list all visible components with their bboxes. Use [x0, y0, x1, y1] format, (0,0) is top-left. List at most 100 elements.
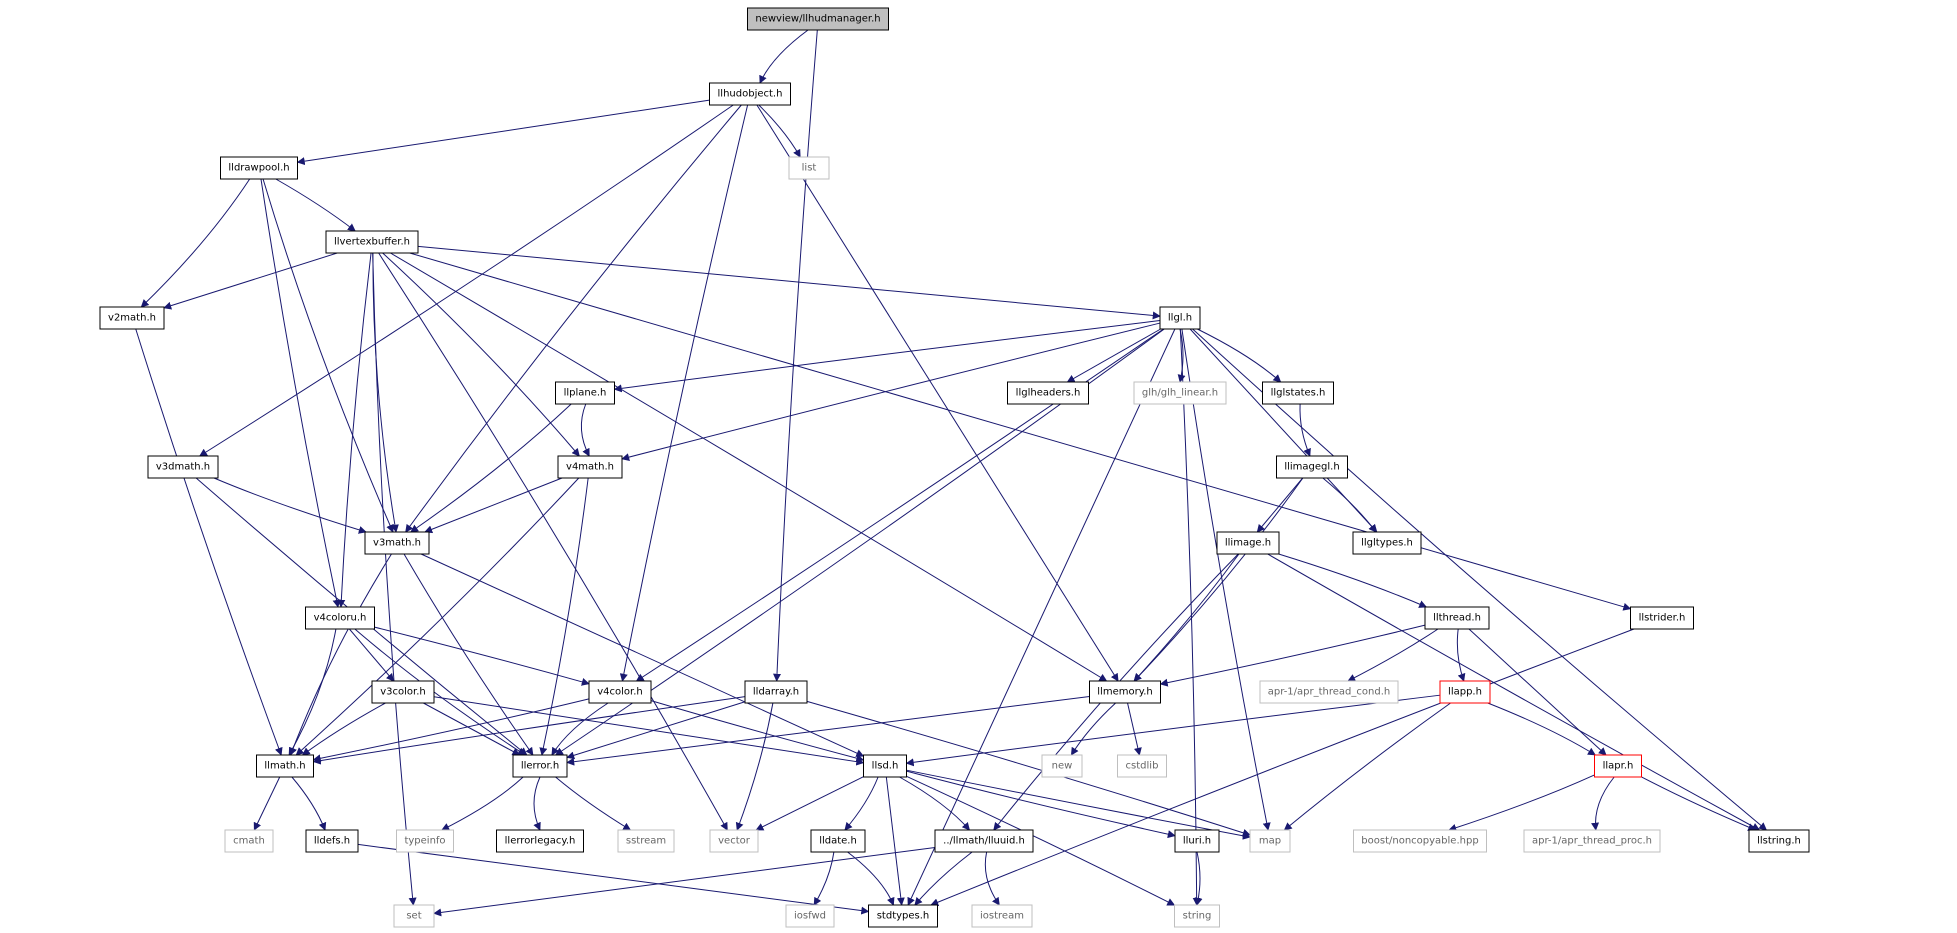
- edge-lldate-to-iosfwd: [813, 851, 835, 906]
- node-llhudobject[interactable]: llhudobject.h: [709, 82, 791, 106]
- node-box-llstrider: [1630, 606, 1694, 630]
- edge-lldarray-to-vector: [735, 702, 774, 831]
- node-lldrawpool[interactable]: lldrawpool.h: [220, 156, 298, 180]
- node-lluuid[interactable]: ../llmath/lluuid.h: [934, 829, 1034, 853]
- node-llstring[interactable]: llstring.h: [1748, 829, 1810, 853]
- node-v4math[interactable]: v4math.h: [557, 455, 623, 479]
- edge-llimage-to-llstring: [1267, 553, 1761, 831]
- node-box-llhudmanager: [747, 7, 889, 31]
- node-v2math[interactable]: v2math.h: [99, 306, 165, 330]
- node-label-string: string: [1183, 911, 1212, 922]
- node-v3math[interactable]: v3math.h: [364, 531, 430, 555]
- node-label-llmemory: llmemory.h: [1097, 687, 1152, 698]
- node-v4coloru[interactable]: v4coloru.h: [305, 606, 375, 630]
- edge-llgl-to-llplane: [613, 320, 1161, 393]
- node-label-llgltypes: llgltypes.h: [1361, 538, 1413, 549]
- node-map: map: [1249, 829, 1291, 853]
- node-label-llvertexbuffer: llvertexbuffer.h: [334, 237, 410, 248]
- node-label-v4coloru: v4coloru.h: [314, 613, 367, 624]
- node-label-llhudmanager: newview/llhudmanager.h: [755, 14, 880, 25]
- edge-v4color-to-llmath: [312, 698, 590, 763]
- node-llvertexbuffer[interactable]: llvertexbuffer.h: [325, 230, 419, 254]
- node-llmemory[interactable]: llmemory.h: [1089, 680, 1161, 704]
- node-llglstates[interactable]: llglstates.h: [1262, 381, 1334, 405]
- node-llstrider[interactable]: llstrider.h: [1630, 606, 1694, 630]
- node-box-list: [788, 156, 830, 180]
- node-label-llapp: llapp.h: [1448, 687, 1482, 698]
- node-box-apr_thread_cond: [1259, 680, 1399, 704]
- edge-llvertexbuffer-to-v4coloru: [337, 252, 372, 608]
- node-v3dmath[interactable]: v3dmath.h: [147, 455, 219, 479]
- node-llplane[interactable]: llplane.h: [555, 381, 615, 405]
- node-llhudmanager[interactable]: newview/llhudmanager.h: [747, 7, 889, 31]
- node-box-sstream: [617, 829, 675, 853]
- edge-llapp-to-llapr: [1487, 702, 1596, 756]
- edge-lluri-to-string: [1194, 851, 1203, 906]
- node-lluri[interactable]: lluri.h: [1174, 829, 1220, 853]
- node-llimage[interactable]: llimage.h: [1216, 531, 1280, 555]
- edge-llimagegl-to-llimage: [1256, 477, 1304, 533]
- edge-lluuid-to-stdtypes: [914, 851, 973, 906]
- node-box-v3dmath: [147, 455, 219, 479]
- node-llsd[interactable]: llsd.h: [863, 754, 907, 778]
- edge-v4math-to-llmath: [295, 477, 580, 756]
- node-llerrorlegacy[interactable]: llerrorlegacy.h: [496, 829, 584, 853]
- node-stdtypes[interactable]: stdtypes.h: [868, 904, 938, 928]
- node-apr_thread_cond: apr-1/apr_thread_cond.h: [1259, 680, 1399, 704]
- node-list: list: [788, 156, 830, 180]
- node-label-llglstates: llglstates.h: [1271, 388, 1326, 399]
- node-lldarray[interactable]: lldarray.h: [744, 680, 808, 704]
- node-label-llstrider: llstrider.h: [1639, 613, 1686, 624]
- node-box-llerrorlegacy: [496, 829, 584, 853]
- node-llmath[interactable]: llmath.h: [256, 754, 314, 778]
- node-box-glh_linear: [1133, 381, 1227, 405]
- edge-llhudobject-to-llmemory: [756, 104, 1119, 682]
- edge-llapr-to-noncopyable: [1448, 774, 1595, 832]
- edge-lldarray-to-map: [806, 700, 1251, 837]
- node-cstdlib: cstdlib: [1117, 754, 1167, 778]
- edges-layer: [135, 29, 1768, 917]
- edge-llvertexbuffer-to-v4math: [382, 252, 580, 457]
- node-label-llglheaders: llglheaders.h: [1016, 388, 1081, 399]
- edge-lldate-to-stdtypes: [847, 851, 895, 906]
- node-cmath: cmath: [224, 829, 274, 853]
- edge-llvertexbuffer-to-v2math: [163, 252, 338, 310]
- node-label-vector: vector: [718, 836, 751, 847]
- edge-lldrawpool-to-llvertexbuffer: [275, 178, 356, 232]
- node-llgl[interactable]: llgl.h: [1159, 306, 1201, 330]
- node-llerror[interactable]: llerror.h: [512, 754, 568, 778]
- node-llapp[interactable]: llapp.h: [1439, 680, 1491, 704]
- node-label-cmath: cmath: [233, 836, 265, 847]
- edge-llsd-to-lluri: [906, 770, 1176, 839]
- node-llgltypes[interactable]: llgltypes.h: [1352, 531, 1422, 555]
- edge-llhudobject-to-v3math: [405, 104, 742, 533]
- node-label-apr_thread_proc: apr-1/apr_thread_proc.h: [1532, 836, 1652, 847]
- node-box-lldarray: [744, 680, 808, 704]
- node-label-iostream: iostream: [980, 911, 1024, 922]
- node-llimagegl[interactable]: llimagegl.h: [1276, 455, 1348, 479]
- node-box-v4math: [557, 455, 623, 479]
- edge-llerror-to-llerrorlegacy: [533, 776, 541, 831]
- node-lldefs[interactable]: lldefs.h: [305, 829, 359, 853]
- node-lldate[interactable]: lldate.h: [810, 829, 866, 853]
- node-llglheaders[interactable]: llglheaders.h: [1007, 381, 1089, 405]
- node-label-list: list: [802, 163, 817, 174]
- edge-v4coloru-to-v4color: [374, 626, 590, 686]
- node-llapr[interactable]: llapr.h: [1594, 754, 1642, 778]
- node-v3color[interactable]: v3color.h: [371, 680, 435, 704]
- node-box-lldefs: [305, 829, 359, 853]
- edge-llplane-to-v4math: [580, 403, 590, 457]
- node-label-lldefs: lldefs.h: [314, 836, 350, 847]
- edge-v3color-to-llsd: [433, 696, 865, 766]
- node-label-cstdlib: cstdlib: [1126, 761, 1159, 772]
- node-v4color[interactable]: v4color.h: [588, 680, 652, 704]
- edge-llthread-to-llapr: [1468, 628, 1607, 756]
- node-llthread[interactable]: llthread.h: [1424, 606, 1490, 630]
- edge-lldrawpool-to-v4coloru: [260, 178, 341, 608]
- edge-llerror-to-typeinfo: [441, 776, 524, 831]
- node-label-noncopyable: boost/noncopyable.hpp: [1361, 836, 1478, 847]
- node-string: string: [1174, 904, 1220, 928]
- edge-llmath-to-lldefs: [291, 776, 327, 831]
- node-label-map: map: [1259, 836, 1281, 847]
- edge-lldrawpool-to-v2math: [140, 178, 251, 308]
